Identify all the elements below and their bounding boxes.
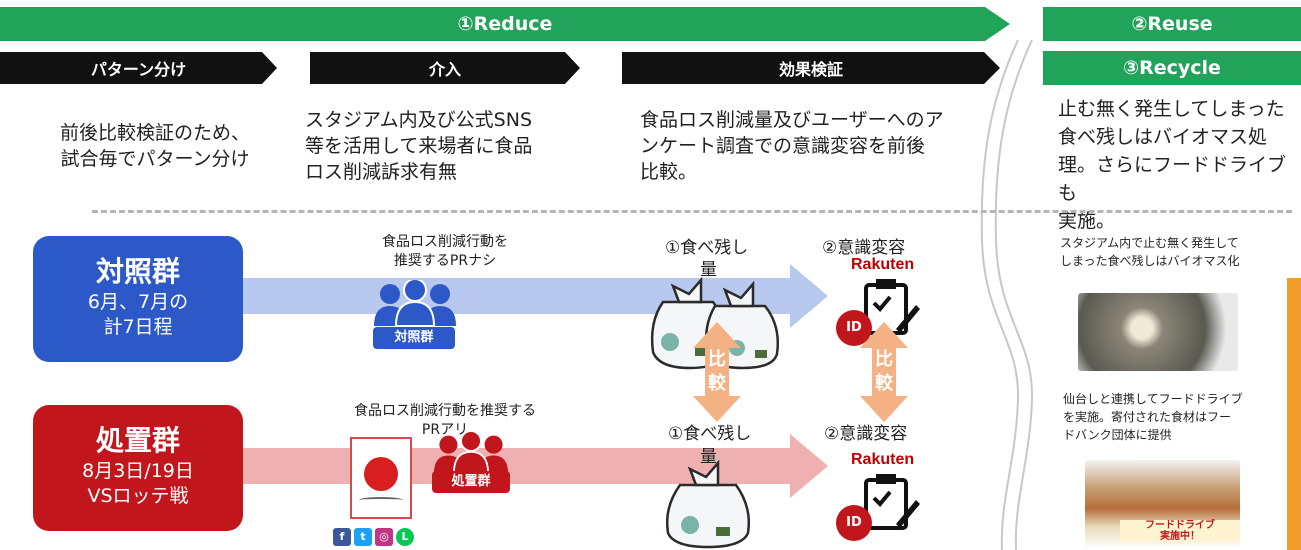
- rakuten-logo: Rakuten: [851, 256, 915, 273]
- control-group-line1: 6月、7月の: [87, 291, 189, 313]
- control-group-title: 対照群: [95, 255, 180, 288]
- orange-stripe: [1287, 278, 1301, 550]
- reuse-banner: ②Reuse: [1043, 7, 1301, 41]
- compare-label: 比 較: [875, 349, 893, 394]
- poster-red-circle: [364, 457, 398, 491]
- trash-bag-icon: [666, 459, 750, 549]
- reduce-label: ①Reduce: [457, 13, 553, 35]
- compare-arrow-icon: [693, 322, 741, 422]
- recycle-description: 止む無く発生してしまった 食べ残しはバイオマス処 理。さらにフードドライブも 実…: [1058, 98, 1287, 232]
- compare-label: 比 較: [708, 349, 726, 394]
- step-pattern-label: パターン分け: [90, 60, 187, 79]
- intervention-description: スタジアム内及び公式SNS 等を活用して来場者に食品 ロス削減訴求有無: [305, 109, 533, 183]
- treatment-group-line1: 8月3日/19日: [82, 460, 194, 482]
- recycle-label: ③Recycle: [1123, 57, 1221, 79]
- control-flow-arrow-head: [790, 264, 828, 328]
- instagram-icon: ◎: [375, 528, 393, 546]
- reuse-label: ②Reuse: [1131, 13, 1213, 35]
- dashed-divider: [92, 210, 1292, 213]
- clipboard-icon: [864, 474, 920, 530]
- control-group-line2: 計7日程: [103, 316, 173, 338]
- awareness-measure-label: ②意識変容: [822, 238, 906, 258]
- treatment-group-title: 処置群: [95, 424, 180, 457]
- leftover-measure-label-cont: 量: [700, 260, 717, 280]
- biomass-photo: [1078, 293, 1238, 371]
- pattern-description: 前後比較検証のため、 試合毎でパターン分け: [59, 122, 250, 170]
- poster-arc: [359, 497, 403, 503]
- treatment-pr-label: 食品ロス削減行動を推奨する PRアリ: [354, 403, 536, 438]
- control-people-badge: 対照群: [373, 327, 455, 349]
- awareness-measure-label: ②意識変容: [824, 424, 908, 444]
- facebook-icon: f: [333, 528, 351, 546]
- twitter-icon: t: [354, 528, 372, 546]
- recycle-banner: ③Recycle: [1043, 51, 1301, 85]
- people-group-icon: [433, 432, 509, 475]
- biomass-caption: スタジアム内で止む無く発生して しまった食べ残しはバイオマス化: [1060, 236, 1240, 268]
- compare-arrow-icon: [860, 322, 908, 422]
- control-pr-label: 食品ロス削減行動を 推奨するPRナシ: [382, 234, 508, 269]
- id-badge: ID: [836, 310, 872, 346]
- treatment-group-line2: VSロッテ戦: [87, 485, 189, 507]
- reduce-banner: ①Reduce: [0, 7, 1010, 41]
- treatment-people-badge: 処置群: [432, 471, 510, 493]
- treatment-flow-arrow-head: [790, 434, 828, 498]
- leftover-measure-label-cont: 量: [700, 447, 717, 467]
- section-divider: [980, 40, 1034, 550]
- leftover-measure-label: ①食べ残し: [668, 424, 752, 444]
- treatment-group-box: 処置群 8月3日/19日 VSロッテ戦: [33, 405, 243, 531]
- step-intervention-label: 介入: [428, 60, 461, 79]
- step-verification-label: 効果検証: [778, 60, 843, 79]
- food-loss-poster: [350, 437, 412, 519]
- id-badge: ID: [836, 505, 872, 541]
- line-icon: L: [396, 528, 414, 546]
- verification-description: 食品ロス削減量及びユーザーへのア ンケート調査での意識変容を前後 比較。: [640, 109, 944, 183]
- fooddrive-sign: フードドライブ 実施中！: [1120, 520, 1240, 542]
- fooddrive-caption: 仙台しと連携してフードドライブ を実施。寄付された食材はフー ドバンク団体に提供: [1063, 392, 1243, 442]
- step-verification: 効果検証: [622, 52, 1000, 84]
- control-group-box: 対照群 6月、7月の 計7日程: [33, 236, 243, 362]
- rakuten-logo: Rakuten: [851, 451, 915, 468]
- step-intervention: 介入: [310, 52, 580, 84]
- step-pattern: パターン分け: [0, 52, 277, 84]
- leftover-measure-label: ①食べ残し: [665, 238, 749, 258]
- people-group-icon: [374, 280, 456, 327]
